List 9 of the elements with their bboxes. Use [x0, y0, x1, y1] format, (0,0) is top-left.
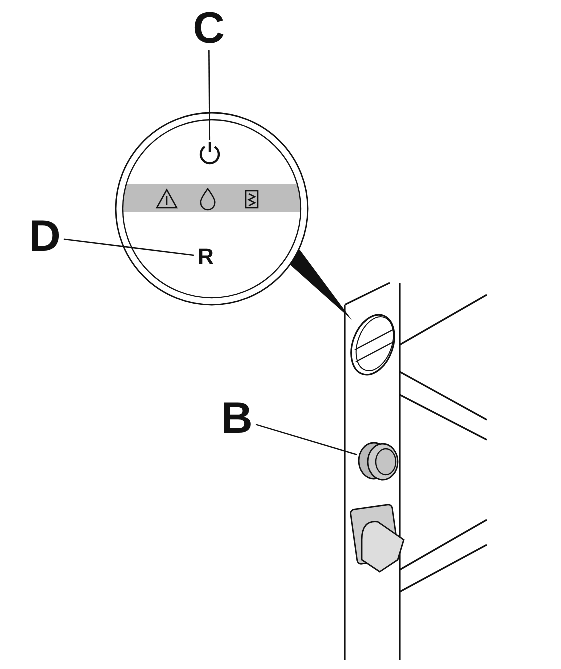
- power-icon: [197, 140, 223, 166]
- leader-line: [256, 424, 358, 456]
- leader-line: [64, 238, 194, 256]
- push-button-drawing: [357, 441, 401, 482]
- callout-letter: B: [218, 398, 256, 440]
- leader-line: [208, 50, 211, 140]
- callout-letter: D: [26, 216, 64, 258]
- callout-letter: C: [191, 8, 227, 50]
- reset-symbol: R: [194, 244, 218, 270]
